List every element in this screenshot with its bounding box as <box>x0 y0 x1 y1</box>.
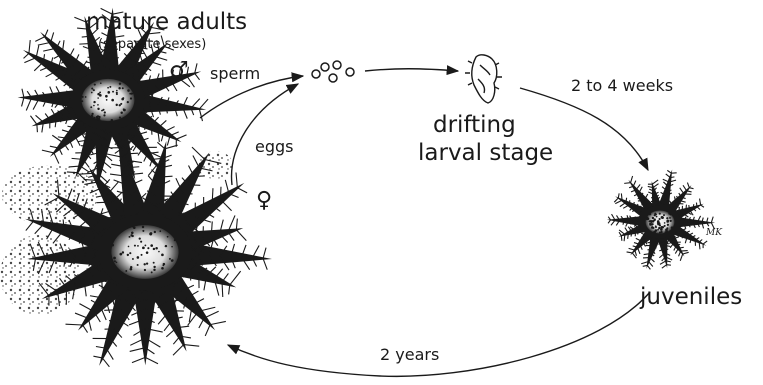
diagram-subtitle: (separate sexes) <box>98 37 206 52</box>
larva-icon <box>465 55 502 103</box>
label-larval-stage: larval stage <box>418 140 553 166</box>
female-symbol: ♀ <box>256 190 272 212</box>
label-sperm: sperm <box>210 65 260 83</box>
sea-star-juvenile-icon <box>607 169 715 269</box>
label-juveniles: juveniles <box>640 284 742 310</box>
arrow-to-larva <box>365 69 458 71</box>
label-two-years: 2 years <box>380 346 439 364</box>
label-two-to-four-weeks: 2 to 4 weeks <box>571 77 673 95</box>
gamete-cluster-icon <box>312 61 354 82</box>
label-drifting: drifting <box>433 112 516 138</box>
male-symbol: ♂ <box>169 60 189 82</box>
label-eggs: eggs <box>255 138 294 156</box>
artist-signature: MK <box>706 228 722 238</box>
arrow-eggs <box>232 84 298 185</box>
diagram-title: mature adults <box>86 9 247 35</box>
